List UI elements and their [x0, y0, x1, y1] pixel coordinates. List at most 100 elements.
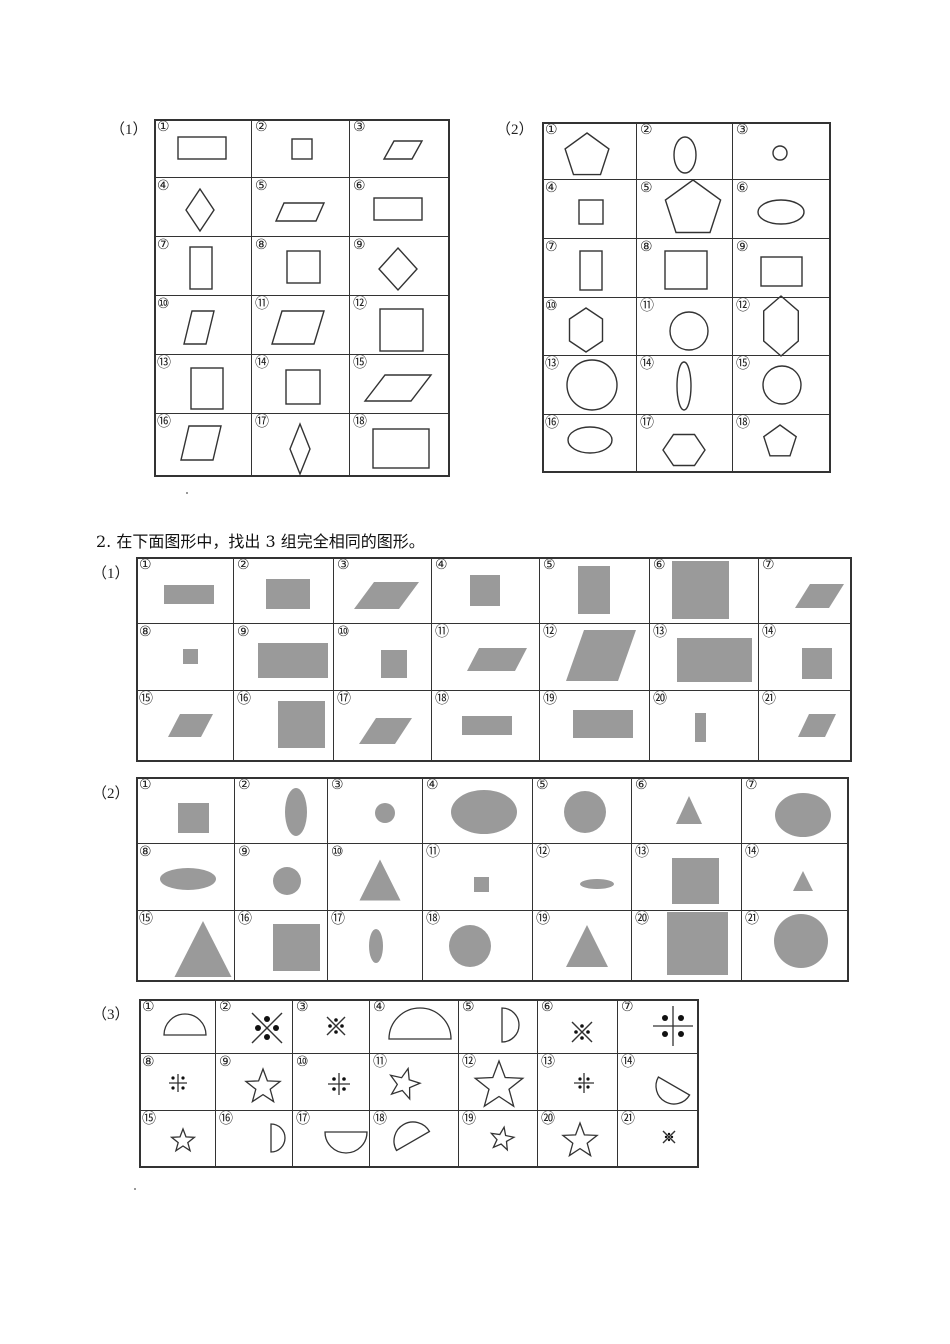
figure-number: ①	[139, 557, 152, 573]
figure-number: ⑨	[219, 1054, 232, 1070]
large-x-dots-icon	[251, 1012, 283, 1044]
tall-rectangle-icon	[579, 250, 603, 291]
figure-cell-10: ⑩	[154, 296, 252, 355]
figure-cell-3: ③	[328, 777, 423, 844]
circle-icon	[762, 365, 802, 405]
figure-cell-14: ⑭	[618, 1054, 699, 1111]
rectangle-icon	[373, 197, 423, 221]
figure-cell-6: ⑥	[350, 178, 450, 237]
section2-heading: 2. 在下面图形中，找出 3 组完全相同的图形。	[96, 532, 425, 551]
tall-parallelogram-icon	[183, 310, 215, 345]
rectangle-icon	[462, 716, 512, 735]
figure-cell-11: ⑪	[432, 624, 540, 691]
circle-icon	[564, 791, 606, 833]
semicircle-tilted-icon	[393, 1121, 431, 1152]
figure-number: ㉑	[621, 1111, 635, 1127]
figure-cell-16: ⑯	[154, 414, 252, 477]
figure-number: ④	[157, 178, 170, 194]
large-pentagon-icon	[664, 179, 722, 234]
figure-number: ⑱	[426, 911, 440, 927]
figure-number: ⑮	[139, 691, 153, 707]
small-tilted-star-icon	[489, 1125, 516, 1152]
figure-number: ⑤	[462, 999, 475, 1015]
figure-cell-3: ③	[293, 999, 370, 1054]
section1-part2-label: （2）	[496, 122, 534, 138]
figure-number: ⑪	[255, 296, 269, 312]
square-icon	[273, 924, 320, 971]
figure-cell-12: ⑫	[533, 844, 632, 911]
star-icon	[244, 1067, 282, 1104]
figure-cell-7: ⑦	[154, 237, 252, 296]
large-square-icon	[278, 701, 325, 748]
hexagon-icon	[568, 307, 604, 353]
figure-cell-5: ⑤	[540, 557, 650, 624]
figure-cell-8: ⑧	[136, 624, 234, 691]
figure-cell-19: ⑲	[540, 691, 650, 762]
figure-cell-12: ⑫	[733, 295, 831, 357]
figure-cell-5: ⑤	[533, 777, 632, 844]
figure-cell-14: ⑭	[252, 355, 350, 414]
small-square-icon	[578, 199, 604, 225]
figure-number: ⑳	[653, 691, 667, 707]
narrow-ellipse-icon	[676, 361, 692, 411]
tiny-square-icon	[183, 649, 198, 664]
figure-cell-11: ⑪	[423, 844, 533, 911]
thin-rectangle-icon	[695, 713, 706, 742]
figure-number: ⑰	[331, 911, 345, 927]
large-star-icon	[473, 1059, 525, 1108]
figure-number: ⑫	[462, 1054, 476, 1070]
figure-cell-1: ①	[542, 122, 637, 180]
figure-number: ⑧	[255, 237, 268, 253]
figure-number: ②	[238, 777, 251, 793]
figure-number: ⑫	[536, 844, 550, 860]
figure-cell-12: ⑫	[540, 624, 650, 691]
parallelogram-icon	[274, 202, 326, 222]
square-icon	[470, 575, 500, 606]
figure-cell-9: ⑨	[234, 624, 334, 691]
figure-cell-10: ⑩	[293, 1054, 370, 1111]
narrow-ellipse-icon	[369, 929, 383, 963]
figure-number: ⑤	[640, 180, 653, 196]
figure-cell-6: ⑥	[632, 777, 742, 844]
figure-cell-2: ②	[252, 119, 350, 178]
square-icon	[664, 250, 708, 290]
figure-number: ⑲	[543, 691, 557, 707]
square-icon	[381, 650, 407, 678]
figure-number: ⑭	[621, 1054, 635, 1070]
figure-number: ⑳	[635, 911, 649, 927]
large-square-icon	[379, 308, 424, 352]
figure-cell-18: ⑱	[733, 415, 831, 473]
rectangle-icon	[760, 256, 803, 287]
figure-cell-17: ⑰	[293, 1111, 370, 1168]
triangle-icon	[676, 796, 702, 824]
horizontal-ellipse-icon	[567, 426, 613, 454]
small-semicircle-left-icon	[270, 1123, 286, 1153]
square-icon	[672, 858, 719, 904]
figure-number: ⑫	[736, 298, 750, 314]
figure-number: ⑩	[157, 296, 170, 312]
figure-cell-1: ①	[136, 777, 235, 844]
figure-number: ②	[255, 119, 268, 135]
figure-cell-15: ⑮	[136, 691, 234, 762]
parallelogram-icon	[467, 648, 527, 671]
figure-cell-17: ⑰	[252, 414, 350, 477]
figure-number: ⑪	[373, 1054, 387, 1070]
figure-number: ③	[337, 557, 350, 573]
figure-cell-3: ③	[733, 122, 831, 180]
figure-cell-16: ⑯	[234, 691, 334, 762]
small-square-icon	[291, 138, 313, 160]
figure-cell-21: ㉑	[759, 691, 852, 762]
figure-cell-18: ⑱	[423, 911, 533, 982]
figure-cell-15: ⑮	[136, 911, 235, 982]
figure-cell-6: ⑥	[733, 180, 831, 239]
star-icon	[561, 1121, 599, 1158]
figure-cell-7: ⑦	[759, 557, 852, 624]
figure-cell-21: ㉑	[618, 1111, 699, 1168]
figure-number: ⑩	[296, 1054, 309, 1070]
figure-number: ㉑	[762, 691, 776, 707]
figure-cell-7: ⑦	[742, 777, 849, 844]
circle-icon	[669, 311, 709, 351]
figure-number: ②	[237, 557, 250, 573]
figure-number: ㉑	[745, 911, 759, 927]
figure-cell-16: ⑯	[235, 911, 328, 982]
